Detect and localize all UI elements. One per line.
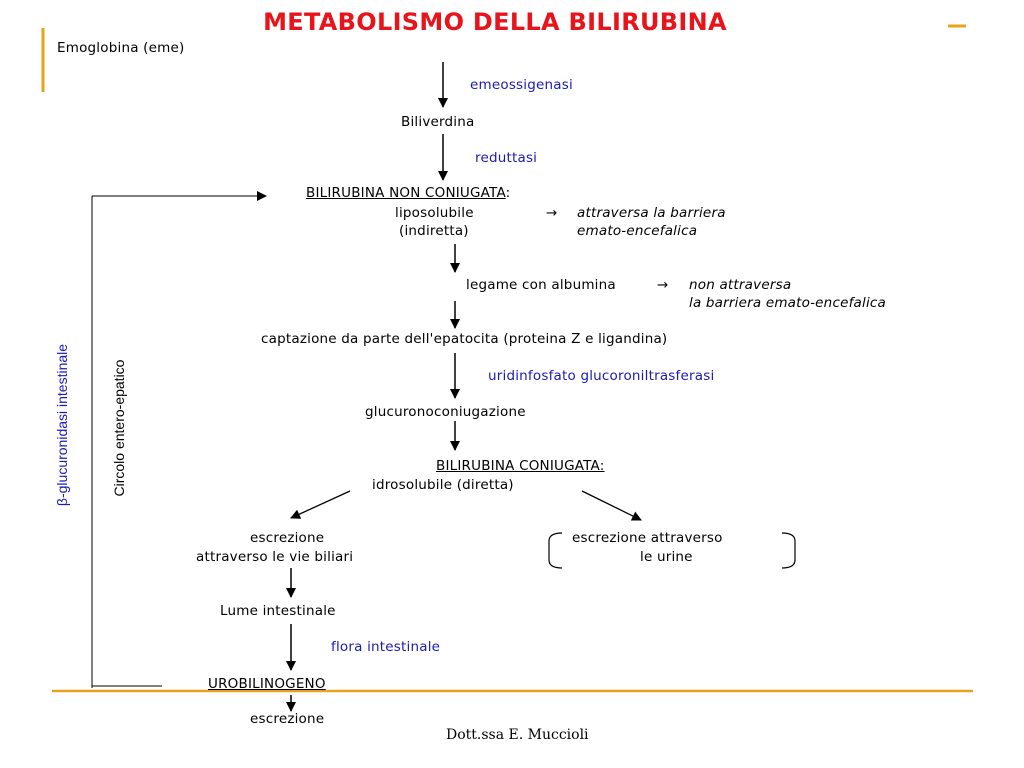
footer-author: Dott.ssa E. Muccioli	[446, 727, 589, 743]
arrow-bc-urine	[581, 490, 642, 521]
node-lume-intestinale: Lume intestinale	[220, 603, 336, 619]
arrow-symbol-non-attraversa: →	[657, 277, 669, 293]
node-bilirubina-coniugata: BILIRUBINA CONIUGATA:	[436, 458, 605, 474]
arrow-bc-biliari	[290, 490, 351, 519]
node-urobilinogeno: UROBILINOGENO	[208, 676, 326, 692]
node-escrezione-urine-2: le urine	[640, 549, 693, 565]
node-escrezione-biliari-2: attraverso le vie biliari	[196, 549, 354, 565]
node-bilirubina-non-coniugata: BILIRUBINA NON CONIUGATA:	[306, 185, 510, 201]
node-glucuronoconiugazione: glucuronoconiugazione	[365, 404, 526, 420]
label-circolo-entero-epatico: Circolo entero-epatico	[111, 359, 127, 497]
label-glucuronidasi: β-glucuronidasi intestinale	[54, 343, 70, 507]
bracket-left	[548, 532, 563, 569]
label-non-attraversa-1: non attraversa	[689, 277, 792, 293]
node-escrezione-biliari-1: escrezione	[250, 530, 325, 546]
node-escrezione-urine-1: escrezione attraverso	[572, 530, 723, 546]
label-idrosolubile: idrosolubile (diretta)	[372, 477, 514, 493]
bnc-title: BILIRUBINA NON CONIUGATA	[306, 185, 506, 201]
label-flora-intestinale: flora intestinale	[331, 639, 441, 655]
bracket-right	[781, 532, 796, 569]
node-legame-albumina: legame con albumina	[466, 277, 616, 293]
label-indiretta: (indiretta)	[399, 223, 469, 239]
slide-title: METABOLISMO DELLA BILIRUBINA	[263, 8, 727, 36]
arrow-symbol-attraversa: →	[546, 205, 558, 221]
label-non-attraversa-2: la barriera emato-encefalica	[689, 295, 886, 311]
bnc-colon: :	[505, 185, 511, 201]
label-attraversa-1: attraversa la barriera	[577, 205, 726, 221]
node-escrezione-finale: escrezione	[250, 711, 325, 727]
node-captazione: captazione da parte dell'epatocita (prot…	[261, 331, 668, 347]
node-emoglobina: Emoglobina (eme)	[57, 40, 185, 56]
node-biliverdina: Biliverdina	[401, 114, 475, 130]
label-attraversa-2: emato-encefalica	[577, 223, 698, 239]
enzyme-uridinfosfato: uridinfosfato glucoroniltrasferasi	[488, 368, 715, 384]
enzyme-reduttasi: reduttasi	[475, 150, 538, 166]
label-liposolubile: liposolubile	[395, 205, 474, 221]
enzyme-emeossigenasi: emeossigenasi	[470, 77, 573, 93]
